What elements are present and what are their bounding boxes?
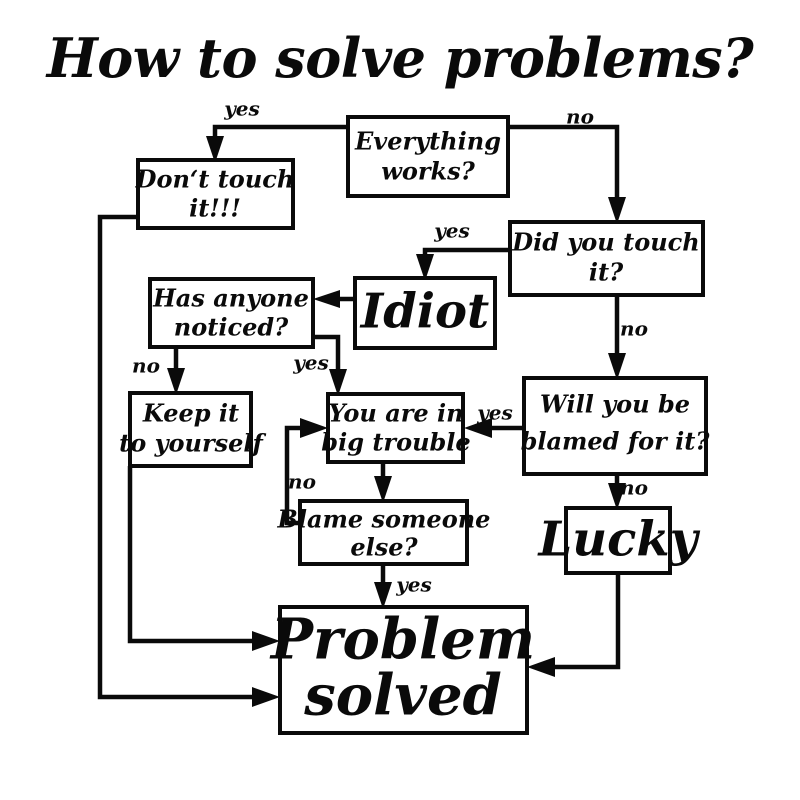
node-label-line: Did you touch	[511, 228, 699, 257]
edge-blame-yes	[374, 564, 392, 609]
node-blame-someone-else[interactable]: Blame someone else?	[277, 499, 491, 566]
edge-everything-works-no	[508, 124, 626, 224]
node-label-line: works?	[381, 157, 475, 186]
node-label-line: blamed for it?	[521, 427, 711, 456]
edge-will-be-blamed-yes	[464, 418, 524, 438]
node-label-line: to yourself	[119, 429, 266, 458]
node-label-line: Has anyone	[152, 284, 309, 313]
node-keep-it-to-yourself[interactable]: Keep it to yourself	[119, 391, 267, 468]
edge-did-you-touch-no	[608, 295, 626, 380]
edge-everything-works-yes	[206, 124, 348, 163]
edge-label-no: no	[620, 476, 648, 500]
node-label-line: Everything	[354, 127, 501, 156]
node-label-line: solved	[303, 663, 501, 729]
edge-keep-it-to-problem-solved	[127, 466, 280, 651]
edge-label-yes: yes	[395, 573, 432, 597]
node-label-line: big trouble	[321, 428, 470, 457]
node-lucky[interactable]: Lucky	[536, 506, 701, 575]
page-title: How to solve problems?	[46, 26, 754, 90]
edge-label-no: no	[288, 470, 316, 494]
node-label-line: noticed?	[174, 313, 289, 342]
node-problem-solved[interactable]: Problem solved	[269, 605, 535, 735]
node-everything-works[interactable]: Everything works?	[346, 115, 510, 198]
edge-label-no: no	[620, 317, 648, 341]
node-you-are-in-big-trouble[interactable]: You are in big trouble	[321, 392, 471, 464]
node-label-line: it?	[589, 258, 624, 287]
nodes: Everything works? Don‘t touch it!!! Did …	[119, 115, 711, 735]
edge-did-you-touch-yes	[416, 247, 510, 281]
node-label-line: Blame someone	[277, 505, 491, 534]
edge-label-yes: yes	[433, 219, 470, 243]
node-label-line: Keep it	[142, 399, 239, 428]
node-label-line: it!!!	[189, 194, 241, 223]
edge-will-be-blamed-no	[608, 474, 626, 510]
node-label-line: Lucky	[536, 512, 700, 568]
edge-has-anyone-no	[167, 347, 185, 395]
edge-labels: yes no yes no no yes yes no no yes	[132, 97, 648, 597]
edge-label-yes: yes	[292, 351, 329, 375]
edge-idiot-to-has-anyone	[313, 290, 355, 308]
node-has-anyone-noticed[interactable]: Has anyone noticed?	[148, 277, 315, 349]
node-will-you-be-blamed[interactable]: Will you be blamed for it?	[521, 376, 711, 476]
node-did-you-touch-it[interactable]: Did you touch it?	[508, 220, 705, 297]
node-label-line: Will you be	[540, 390, 690, 419]
connectors	[97, 124, 626, 707]
node-label-line: Idiot	[359, 284, 489, 340]
node-label-line: Problem	[269, 607, 535, 673]
node-label-line: else?	[350, 533, 418, 562]
edge-label-yes: yes	[476, 401, 513, 425]
edge-has-anyone-yes	[313, 334, 347, 396]
edge-dont-touch-to-problem-solved	[97, 214, 280, 707]
edge-label-no: no	[566, 105, 594, 129]
node-idiot[interactable]: Idiot	[353, 276, 497, 350]
edge-lucky-to-problem-solved	[527, 573, 621, 677]
node-label-line: Don‘t touch	[135, 165, 295, 194]
node-label-line: You are in	[328, 399, 463, 428]
edge-big-trouble-to-blame	[374, 462, 392, 503]
node-dont-touch-it[interactable]: Don‘t touch it!!!	[135, 158, 295, 230]
edge-blame-no-loop	[284, 418, 328, 526]
edge-label-no: no	[132, 354, 160, 378]
edge-label-yes: yes	[223, 97, 260, 121]
